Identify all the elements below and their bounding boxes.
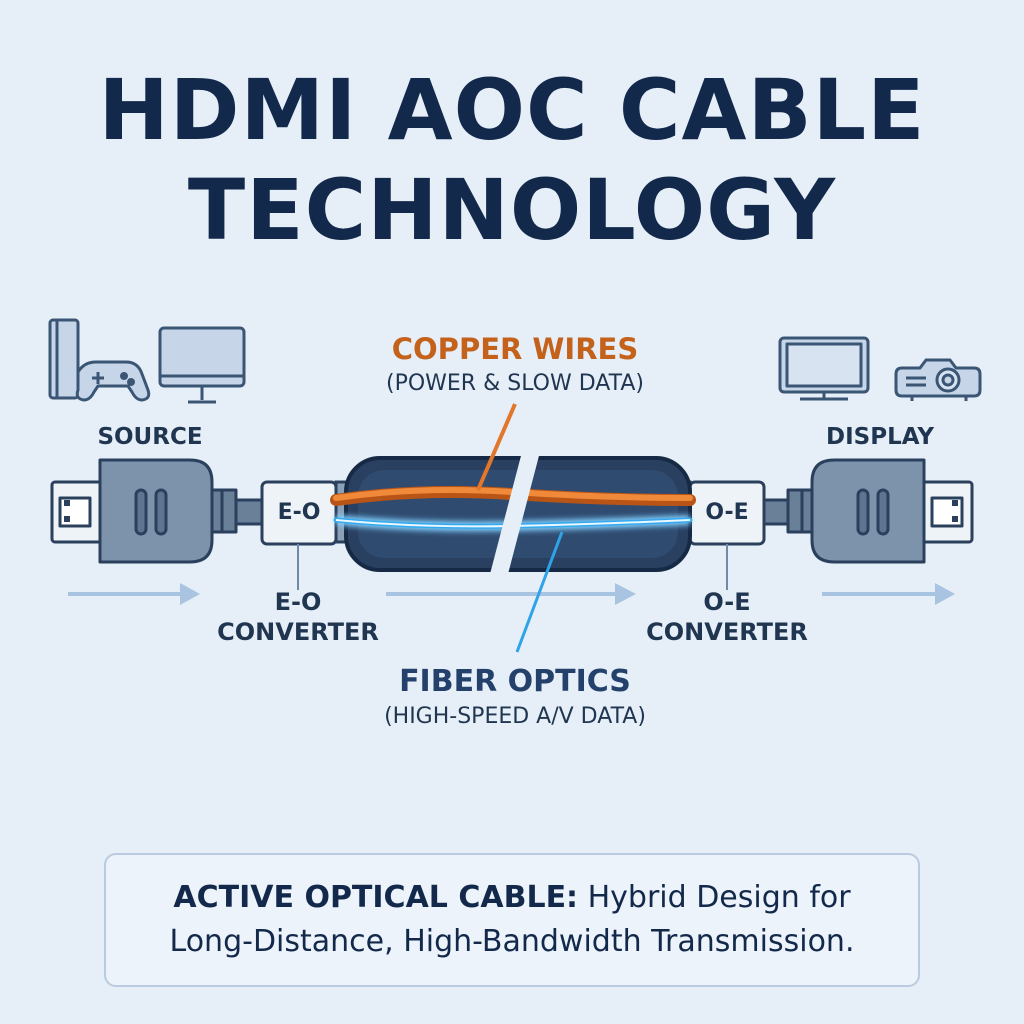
callout-rest: Hybrid Design for [578, 880, 851, 915]
page-title: HDMI AOC CABLE TECHNOLOGY [0, 60, 1024, 260]
title-line-1: HDMI AOC CABLE [98, 61, 926, 159]
monitor-icon [158, 326, 246, 404]
callout-line-1: ACTIVE OPTICAL CABLE: Hybrid Design for [173, 876, 850, 920]
cable-cut-mark [490, 452, 540, 574]
fiber-subtitle: (HIGH-SPEED A/V DATA) [384, 704, 646, 729]
eo-box-label: E-O [277, 500, 321, 525]
hdmi-connector-right [760, 458, 974, 564]
flow-arrow-left [68, 583, 200, 605]
oe-converter-caption: O-E CONVERTER [627, 587, 827, 647]
flow-arrow-middle [386, 583, 636, 605]
hdmi-connector-left [50, 458, 264, 564]
flow-arrow-right [822, 583, 955, 605]
title-line-2: TECHNOLOGY [187, 161, 837, 259]
oe-caption-line-2: CONVERTER [646, 618, 808, 646]
fiber-title: FIBER OPTICS [399, 664, 631, 699]
source-label: SOURCE [97, 424, 203, 450]
callout-bold: ACTIVE OPTICAL CABLE: [173, 880, 579, 915]
eo-converter-caption: E-O CONVERTER [198, 587, 398, 647]
oe-caption-line-1: O-E [703, 588, 751, 616]
summary-callout: ACTIVE OPTICAL CABLE: Hybrid Design for … [104, 853, 920, 987]
copper-subtitle: (POWER & SLOW DATA) [385, 371, 644, 396]
fiber-leader-line [515, 531, 564, 653]
tv-icon [778, 336, 870, 401]
copper-title: COPPER WIRES [391, 332, 639, 366]
copper-leader-line [476, 403, 517, 491]
game-console-icon [48, 318, 151, 402]
display-label: DISPLAY [826, 424, 934, 450]
projector-icon [894, 358, 982, 401]
oe-box-label: O-E [705, 500, 749, 525]
eo-caption-line-2: CONVERTER [217, 618, 379, 646]
eo-caption-line-1: E-O [274, 588, 322, 616]
callout-line-2: Long-Distance, High-Bandwidth Transmissi… [169, 924, 855, 959]
